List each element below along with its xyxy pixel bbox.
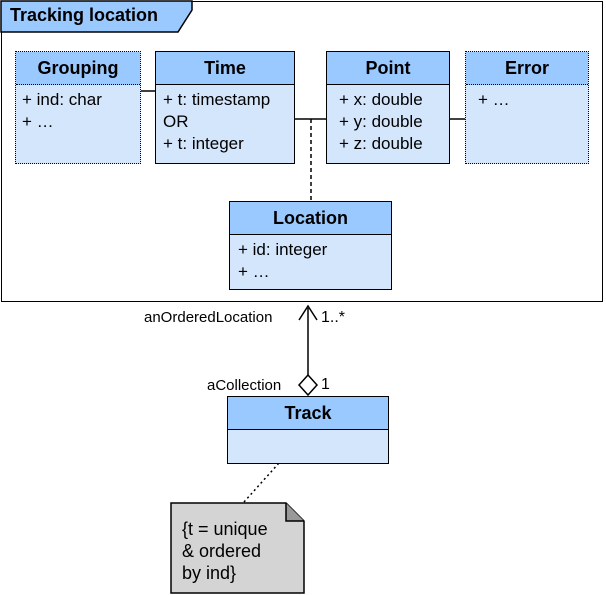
- class-name: Grouping: [16, 52, 140, 85]
- attribute: OR: [163, 112, 189, 131]
- attribute: + …: [22, 112, 54, 131]
- class-location[interactable]: Location + id: integer + …: [229, 201, 392, 290]
- class-grouping[interactable]: Grouping + ind: char + …: [15, 51, 141, 164]
- navigability-arrow: [298, 304, 318, 321]
- attribute: + ind: char: [22, 90, 102, 109]
- class-name: Time: [156, 52, 294, 85]
- class-attributes: + t: timestamp OR + t: integer: [156, 85, 294, 159]
- source-role-label: aCollection: [207, 377, 282, 394]
- note-line: by ind}: [182, 563, 237, 583]
- attribute: + t: integer: [163, 134, 244, 153]
- attribute: + y: double: [339, 112, 423, 131]
- class-name: Location: [230, 202, 391, 235]
- attribute: + …: [238, 262, 270, 281]
- attribute: + id: integer: [238, 240, 328, 259]
- note-fold: [285, 503, 304, 522]
- class-attributes: + x: double + y: double + z: double: [327, 85, 449, 159]
- class-error[interactable]: Error + …: [465, 51, 589, 164]
- attribute: + …: [478, 90, 510, 109]
- note-line: {t = unique: [182, 519, 268, 539]
- constraint-note: {t = unique & ordered by ind}: [182, 518, 268, 584]
- class-attributes: + id: integer + …: [230, 235, 391, 287]
- class-attributes: + ind: char + …: [16, 85, 140, 137]
- attribute: + x: double: [339, 90, 423, 109]
- target-role-label: anOrderedLocation: [144, 309, 273, 326]
- note-connector: [243, 462, 280, 503]
- aggregation-diamond: [297, 373, 319, 397]
- note-line: & ordered: [182, 541, 262, 561]
- class-name: Error: [466, 52, 588, 85]
- source-multiplicity-label: 1: [321, 376, 330, 393]
- note-shape: [170, 502, 305, 594]
- class-time[interactable]: Time + t: timestamp OR + t: integer: [155, 51, 295, 164]
- class-point[interactable]: Point + x: double + y: double + z: doubl…: [326, 51, 450, 164]
- class-track[interactable]: Track: [227, 396, 389, 464]
- target-multiplicity-label: 1..*: [321, 309, 346, 326]
- package-title: Tracking location: [10, 5, 159, 25]
- attribute: + t: timestamp: [163, 90, 271, 109]
- class-attributes: [228, 430, 388, 438]
- class-name: Point: [327, 52, 449, 85]
- class-attributes: + …: [466, 85, 588, 115]
- class-name: Track: [228, 397, 388, 430]
- package-tab: [0, 0, 193, 33]
- attribute: + z: double: [339, 134, 423, 153]
